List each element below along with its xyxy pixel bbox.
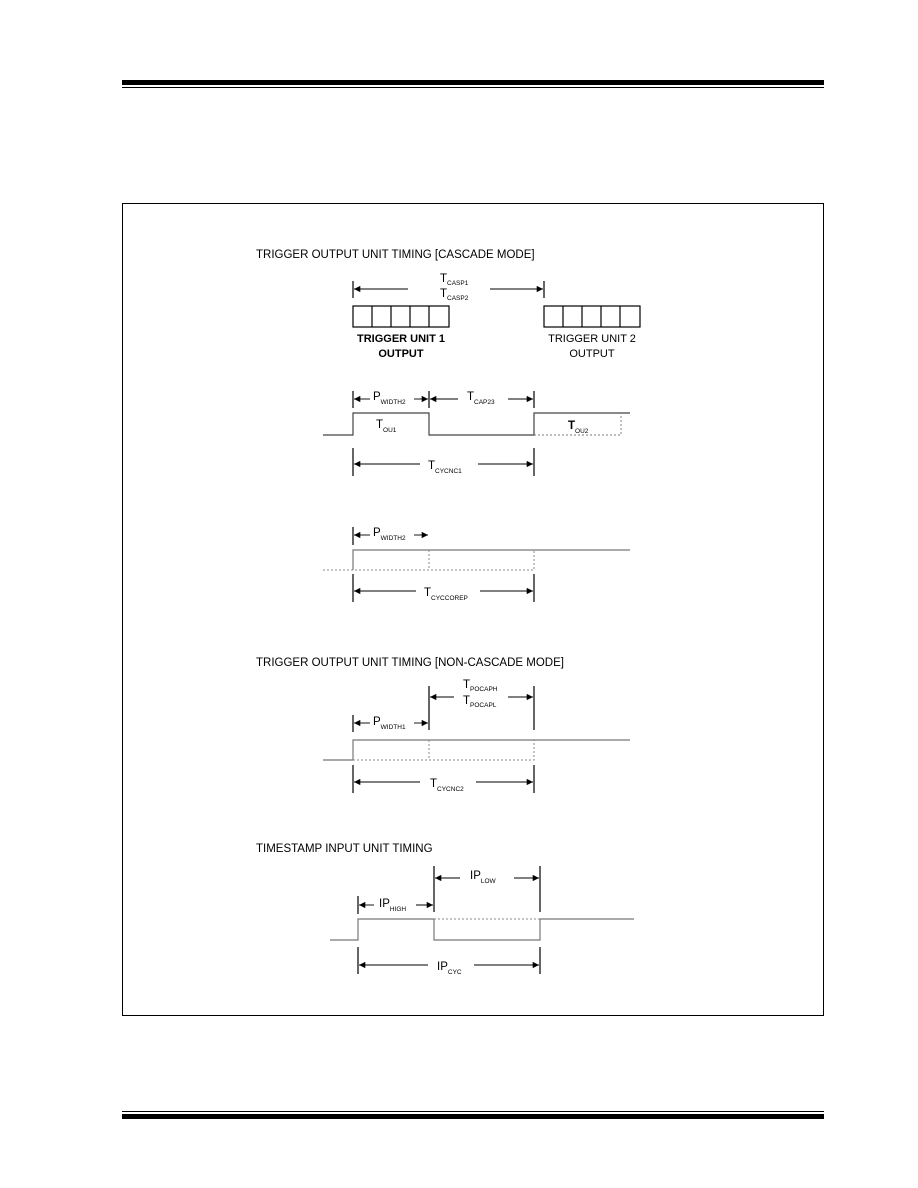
cascade-heading: TRIGGER OUTPUT UNIT TIMING [CASCADE MODE… — [256, 249, 535, 261]
p-width1-label: PWIDTH1 — [373, 716, 406, 731]
footer-rule-thin — [122, 1111, 824, 1112]
footer-rule-thick — [122, 1114, 824, 1119]
header-rule-thin — [122, 87, 824, 88]
trigger-unit-2-boxes — [543, 305, 641, 328]
t-cycnc1-label: TCYCNC1 — [428, 460, 462, 475]
trigger-unit-1-output-label: OUTPUT — [378, 348, 424, 360]
noncascade-waveform — [323, 739, 630, 761]
cascade-waveform-2 — [352, 549, 630, 570]
t-pocapl-label: TPOCAPL — [463, 695, 497, 709]
timestamp-waveform — [330, 918, 634, 941]
t-casp2-label: TCASP2 — [440, 288, 469, 302]
t-pocaph-label: TPOCAPH — [463, 679, 498, 693]
t-ou1-label: TOU1 — [376, 419, 397, 434]
noncascade-heading: TRIGGER OUTPUT UNIT TIMING [NON-CASCADE … — [256, 657, 564, 669]
trigger-unit-1-boxes — [352, 305, 450, 328]
t-casp1-label: TCASP1 — [440, 273, 469, 287]
p-width2-label: PWIDTH2 — [373, 391, 406, 406]
trigger-unit-1-label: TRIGGER UNIT 1 — [357, 333, 445, 345]
t-cap23-label: TCAP23 — [467, 391, 495, 406]
trigger-unit-2-output-label: OUTPUT — [569, 348, 615, 360]
timestamp-heading: TIMESTAMP INPUT UNIT TIMING — [256, 843, 433, 855]
header-rule-thick — [122, 80, 824, 85]
ip-high-label: IPHIGH — [379, 898, 406, 913]
ip-cyc-label: IPCYC — [437, 961, 462, 976]
t-cycnc2-label: TCYCNC2 — [430, 778, 464, 793]
ip-low-label: IPLOW — [470, 870, 497, 885]
cascade-waveform-1 — [323, 412, 630, 436]
t-cyccorep-label: TCYCCOREP — [424, 587, 468, 602]
t-ou2-label: TOU2 — [568, 420, 589, 435]
trigger-unit-2-label: TRIGGER UNIT 2 — [548, 333, 636, 345]
p-width2-b-label: PWIDTH2 — [373, 527, 406, 542]
figure-frame — [122, 203, 824, 1016]
